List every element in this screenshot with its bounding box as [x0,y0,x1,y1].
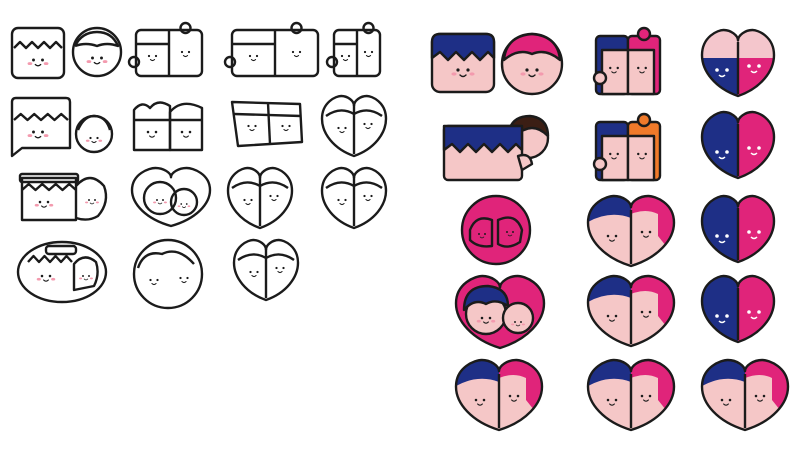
color-square-and-circle-faces-icon [430,32,564,96]
outline-heart-faces-2-icon [226,166,294,230]
color-heart-hair-2-icon [586,274,676,348]
outline-circle-two-faces-icon [132,238,204,310]
color-puzzle-pair-icon [592,26,662,96]
color-puzzle-orange-icon [592,112,662,182]
outline-square-and-circle-faces-icon [10,26,123,80]
color-heart-hair-3-icon [586,358,676,432]
outline-two-tall-faces-icon [132,101,204,152]
outline-puzzle-small-icon [325,21,382,78]
outline-heart-faces-3-icon [320,166,388,230]
outline-hat-and-hug-icon [18,172,108,222]
outline-puzzle-wide-icon [223,21,320,78]
outline-heart-faces-4-icon [232,238,300,302]
color-heart-navy-magenta-icon [700,110,776,180]
color-heart-navy-magenta-3-icon [700,274,776,344]
color-heart-big-hair-icon [454,358,544,432]
color-heart-navy-magenta-2-icon [700,194,776,264]
color-magenta-circle-faces-icon [460,194,532,266]
outline-cuddle-faces-icon [130,166,212,228]
color-square-hug-icon [442,114,550,182]
color-heart-split-icon [700,28,776,98]
outline-heart-faces-icon [320,94,388,158]
outline-puzzle-pair-icon [127,21,204,78]
outline-circle-hug-icon [16,240,108,304]
color-heart-hair-4-icon [700,358,790,432]
outline-slanted-faces-icon [230,100,304,148]
color-cuddle-heart-icon [454,274,546,350]
outline-square-with-small-circle-icon [10,96,114,158]
color-heart-hair-icon [586,194,676,268]
